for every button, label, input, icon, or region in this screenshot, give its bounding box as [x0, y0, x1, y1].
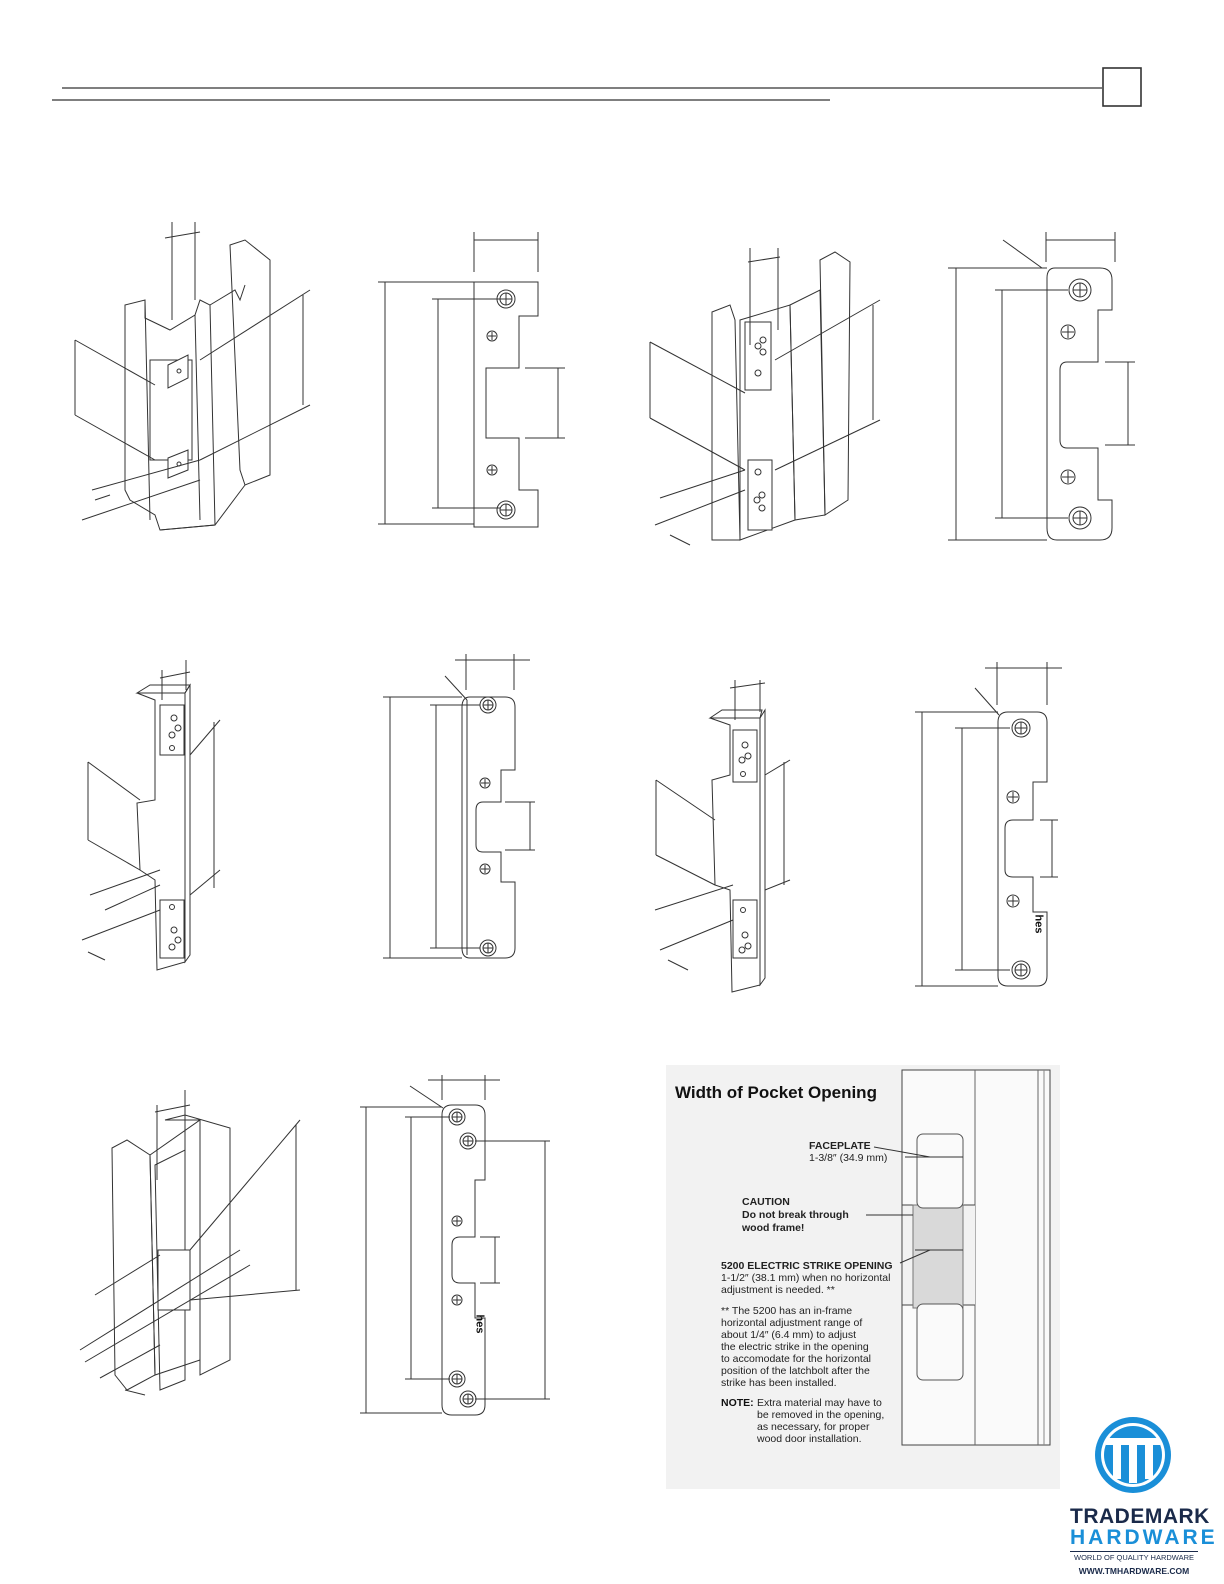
faceplate-1 — [378, 232, 565, 528]
frame-iso-4 — [654, 680, 791, 993]
faceplate-4-mark: hes — [1032, 914, 1045, 934]
footnote-line: strike has been installed. — [721, 1377, 837, 1389]
faceplate-5 — [360, 1075, 550, 1416]
frame-iso-1 — [74, 222, 311, 531]
logo-website[interactable]: WWW.TMHARDWARE.COM — [1078, 1566, 1190, 1576]
faceplate-label: FACEPLATE — [809, 1140, 871, 1152]
logo-emblem — [1095, 1417, 1171, 1493]
opening-line-2: adjustment is needed. ** — [721, 1284, 835, 1296]
footnote-line: the electric strike in the opening — [721, 1341, 869, 1353]
footnote-line: about 1/4″ (6.4 mm) to adjust — [721, 1329, 857, 1341]
opening-label: 5200 ELECTRIC STRIKE OPENING — [721, 1260, 893, 1272]
pocket-opening-drawing — [666, 1065, 1060, 1489]
faceplate-4 — [915, 662, 1062, 987]
faceplate-3 — [383, 654, 535, 959]
faceplate-value: 1-3/8″ (34.9 mm) — [809, 1152, 888, 1164]
footnote-line: horizontal adjustment range of — [721, 1317, 863, 1329]
frame-iso-2 — [649, 248, 881, 546]
note-label: NOTE: — [721, 1397, 754, 1409]
note-line: Extra material may have to — [757, 1397, 882, 1409]
frame-iso-3 — [81, 660, 221, 971]
caution-label: CAUTION — [742, 1196, 790, 1208]
logo-tagline: WORLD OF QUALITY HARDWARE — [1070, 1551, 1198, 1562]
faceplate-2 — [948, 232, 1135, 541]
pocket-title: Width of Pocket Opening — [675, 1083, 877, 1102]
faceplate-5-mark: hes — [473, 1314, 486, 1334]
footnote-line: ** The 5200 has an in-frame — [721, 1305, 853, 1317]
note-line: wood door installation. — [757, 1433, 862, 1445]
footnote-line: to accomodate for the horizontal — [721, 1353, 872, 1365]
note-line: as necessary, for proper — [757, 1421, 870, 1433]
caution-line-2: wood frame! — [742, 1222, 805, 1234]
logo-name-line-1: TRADEMARK — [1070, 1505, 1210, 1528]
footnote-line: position of the latchbolt after the — [721, 1365, 870, 1377]
frame-iso-5 — [79, 1090, 301, 1396]
caution-line-1: Do not break through — [742, 1209, 849, 1221]
opening-line-1: 1-1/2″ (38.1 mm) when no horizontal — [721, 1272, 891, 1284]
logo-name-line-2: HARDWARE — [1070, 1526, 1218, 1549]
note-line: be removed in the opening, — [757, 1409, 885, 1421]
